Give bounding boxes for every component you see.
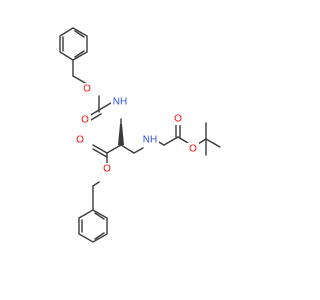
molecule-diagram: O O NH O O NH O O <box>59 27 221 243</box>
bond-calpha-cester <box>106 144 122 154</box>
bond-ch2-o <box>72 75 88 85</box>
atom-labels: O O NH O O NH O O <box>74 83 199 175</box>
bond-osingle-ch2 <box>92 181 100 187</box>
bond-o-cquat <box>197 138 207 145</box>
bond-cquat-methyl-right <box>205 138 221 148</box>
bond-c-o-double-b <box>90 113 102 121</box>
atom-o-carbamate-ester: O <box>83 84 91 95</box>
bottom-ring-inner-bond <box>94 212 105 220</box>
bond-calpha-ch2 <box>120 144 135 154</box>
stereo-wedge-bond <box>118 124 124 145</box>
bottom-ring-inner-bond <box>94 232 105 240</box>
bottom-benzene-ring <box>78 209 108 243</box>
bond-ctbu-osingle <box>177 136 189 144</box>
top-benzene-ring <box>59 27 88 61</box>
atom-o-carbamate-carbonyl: O <box>81 115 89 126</box>
bond-ch2-ctbu <box>163 136 179 146</box>
atom-nh-carbamate: NH <box>113 97 127 108</box>
atom-o-tbu-carbonyl: O <box>174 114 182 125</box>
top-ring-inner-bond <box>74 50 85 58</box>
bond-c-nh <box>98 102 112 111</box>
bond-cester-o-double-b <box>92 148 108 158</box>
atom-nh-amine: NH <box>143 135 157 146</box>
atom-o-ester-carbonyl: O <box>76 135 84 146</box>
bond-cester-o-double-a <box>92 144 108 154</box>
atom-o-ester-single: O <box>103 164 111 175</box>
structure-svg: O O NH O O NH O O <box>59 27 221 243</box>
atom-o-tbu-ester: O <box>189 144 197 155</box>
bond-ch2-nh <box>133 147 144 154</box>
top-ring-inner-bond <box>74 30 85 38</box>
